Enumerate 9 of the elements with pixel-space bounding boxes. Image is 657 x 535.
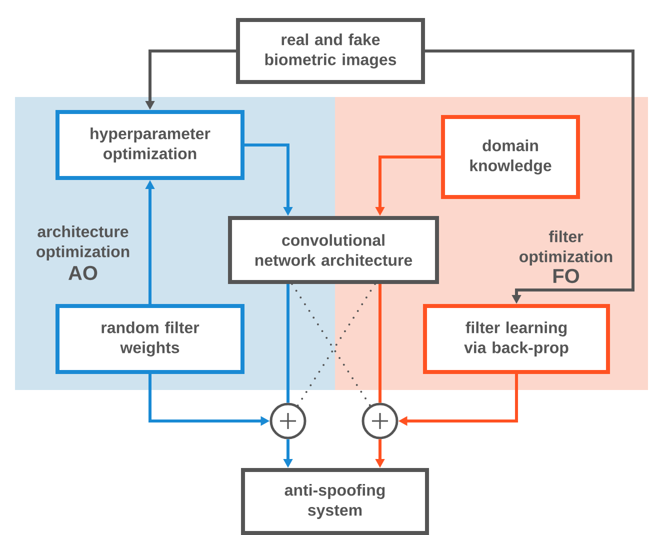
- process-box: real and fake biometric images: [236, 18, 425, 84]
- sum-circle: [362, 402, 398, 440]
- process-box: convolutional network architecture: [228, 216, 439, 284]
- process-box: domain knowledge: [441, 115, 580, 199]
- process-box: anti-spoofing system: [241, 468, 429, 535]
- process-box: random filter weights: [56, 304, 244, 374]
- process-box: filter learning via back-prop: [423, 304, 610, 374]
- process-box: hyperparameter optimization: [56, 110, 244, 180]
- sum-circle: [270, 402, 306, 440]
